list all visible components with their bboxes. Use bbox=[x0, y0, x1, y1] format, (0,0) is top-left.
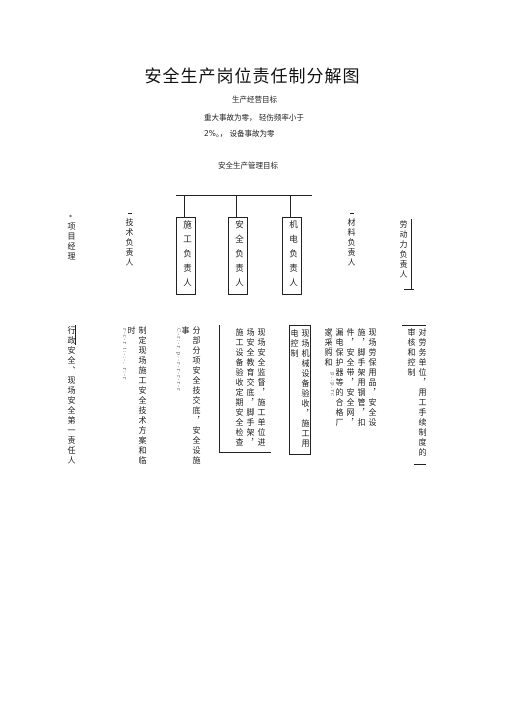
safety-lead-label: 安全负责人 bbox=[233, 219, 244, 293]
construction-duty-faint: C-r:-r p--r-r-r-r-r bbox=[175, 328, 181, 392]
labor-duty-foot bbox=[414, 464, 426, 465]
safety-duty-bracket-foot bbox=[219, 452, 271, 453]
labor-lead-label: 劳动力负责人 bbox=[399, 220, 408, 280]
mgmt-goal-label: 安全生产管理目标 bbox=[218, 161, 278, 170]
mech-lead-label: 机电负责人 bbox=[287, 219, 298, 293]
labor-bracket-foot bbox=[404, 289, 414, 290]
connector-horizontal bbox=[176, 195, 312, 196]
material-duty-faint: p.:p.rc bbox=[329, 372, 335, 398]
mech-duty: 现场机械设备验收，施工用电控制 bbox=[290, 329, 310, 449]
labor-bracket-line bbox=[411, 219, 412, 289]
construction-lead-box: 施工负责人 bbox=[176, 217, 196, 295]
tech-duty: 制定现场施工安全技术方案和临 时 bbox=[127, 326, 147, 466]
goal-line-1: 重大事故为零， 轻伤频率小于 bbox=[204, 113, 304, 122]
material-duty: 现场劳保用品，安全设施，脚手架用钢管，扣件，安全带，安全网，漏电保护器等的合格厂… bbox=[324, 328, 377, 428]
pm-label: 项目经理 bbox=[67, 222, 76, 262]
pm-marker: * bbox=[69, 214, 72, 221]
safety-lead-box: 安全负责人 bbox=[228, 217, 248, 295]
mech-duty-box: 现场机械设备验收，施工用电控制 bbox=[289, 325, 311, 455]
tech-lead-label: 技术负责人 bbox=[125, 218, 134, 268]
goal-heading: 生产经营目标 bbox=[232, 95, 277, 104]
material-marker-line bbox=[350, 213, 354, 214]
labor-duty-top bbox=[402, 325, 426, 326]
connector-construction bbox=[184, 195, 185, 217]
connector-mech bbox=[290, 195, 291, 217]
safety-duty-bracket bbox=[219, 325, 220, 453]
labor-duty: 对劳务单位，用工手续制度的审核和控制 bbox=[407, 328, 427, 458]
construction-duty: 分部分项安全技交底，安全设施事 bbox=[181, 326, 201, 466]
mech-duty-faint: p.r.r.r bbox=[327, 328, 333, 351]
pm-duty-bar bbox=[75, 325, 76, 345]
material-lead-label: 材料负责人 bbox=[347, 218, 356, 268]
connector-safety bbox=[236, 195, 237, 217]
goal-line-2: 2%。， 设备事故为零 bbox=[204, 129, 275, 138]
page-title: 安全生产岗位责任制分解图 bbox=[144, 67, 361, 87]
tech-duty-faint: r-c-r i:-:-. r:-r bbox=[121, 328, 127, 381]
construction-lead-label: 施工负责人 bbox=[181, 219, 192, 293]
tech-marker-line bbox=[128, 213, 132, 214]
mech-lead-box: 机电负责人 bbox=[282, 217, 302, 295]
safety-duty: 现场安全监督，施工单位进场安全教育交底，脚手架，施工设备验收定期安全检查 bbox=[235, 328, 266, 448]
pm-duty: 行政安全、现场安全第一责任人 bbox=[67, 326, 76, 466]
